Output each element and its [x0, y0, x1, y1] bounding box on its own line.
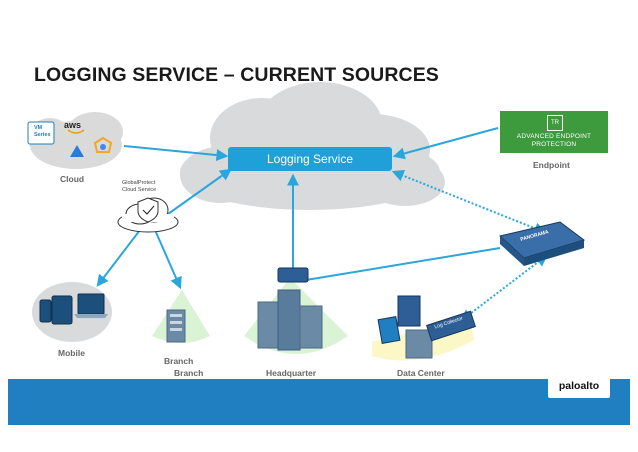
gp-to-mobile-arrow	[96, 229, 141, 287]
traps-badge: TR	[547, 115, 563, 131]
endpoint-to-logging-arrow	[392, 127, 499, 160]
headquarter-icon	[244, 267, 348, 354]
panorama-appliance-icon	[498, 221, 586, 266]
aws-logo: aws	[64, 120, 82, 130]
vm-series-icon	[27, 121, 55, 145]
datacenter-label: Data Center	[397, 368, 445, 378]
globalprotect-icon	[117, 197, 179, 233]
panorama-to-logging-dotted	[391, 169, 547, 235]
endpoint-box-line2: PROTECTION	[531, 141, 577, 148]
azure-icon	[70, 145, 84, 157]
cloud-label: Cloud	[60, 174, 85, 184]
branch-icon	[152, 290, 210, 343]
gp-to-branch-arrow	[154, 229, 182, 290]
branch-label-line1: Branch	[164, 356, 194, 366]
logging-cloud	[180, 82, 445, 210]
logging-service-label: Logging Service	[228, 147, 392, 171]
datacenter-icon	[372, 295, 476, 361]
check-icon	[142, 205, 155, 215]
gp-to-logging-arrow	[167, 168, 232, 215]
cloud-to-logging-arrow	[123, 145, 229, 162]
hq-firewall-icon	[277, 267, 309, 283]
headquarter-label: Headquarter	[266, 368, 317, 378]
branch-label-line2: Branch	[174, 368, 204, 378]
log-collector-icon	[426, 310, 476, 342]
server-rack-icon	[397, 295, 421, 327]
page-title: LOGGING SERVICE – CURRENT SOURCES	[34, 64, 439, 86]
endpoint-protection-box: TR ADVANCED ENDPOINT PROTECTION	[500, 111, 608, 153]
hq-to-panorama-line	[305, 247, 501, 281]
paloalto-logo: paloalto	[548, 374, 610, 398]
cloud-providers-cluster	[27, 112, 123, 169]
mobile-devices-icon	[32, 282, 112, 342]
dc-vm-series-icon	[377, 316, 401, 344]
connection-lines	[96, 127, 548, 322]
aws-smile-icon	[67, 129, 85, 134]
panorama-to-datacenter-dotted	[460, 254, 548, 322]
mobile-label: Mobile	[58, 348, 85, 358]
footer-bar	[8, 379, 630, 425]
endpoint-label: Endpoint	[533, 160, 570, 170]
gcp-icon	[93, 136, 113, 153]
endpoint-box-line1: ADVANCED ENDPOINT	[516, 133, 592, 140]
shield-icon	[137, 197, 159, 223]
